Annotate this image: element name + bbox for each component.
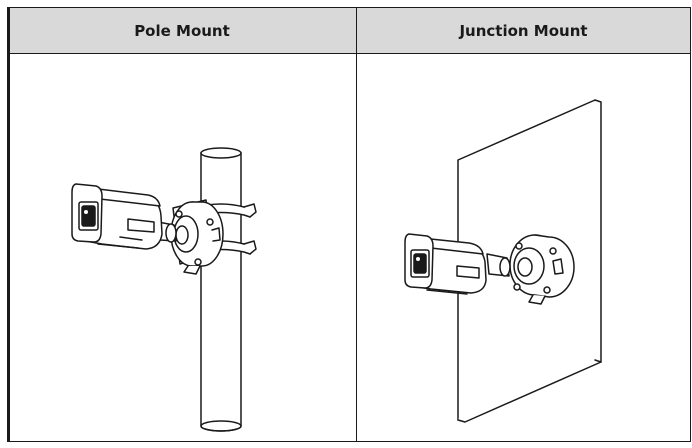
table-header-row: Pole Mount Junction Mount — [7, 7, 691, 54]
pole-mount-illustration-icon — [71, 147, 257, 432]
table-row — [7, 53, 691, 442]
header-junction-mount: Junction Mount — [356, 7, 691, 54]
header-pole-mount: Pole Mount — [7, 7, 357, 54]
junction-mount-cell — [356, 53, 691, 442]
table-left-border — [7, 7, 10, 442]
pole-mount-cell — [7, 53, 357, 442]
mount-options-table: Pole Mount Junction Mount — [7, 7, 691, 442]
junction-mount-illustration-icon — [404, 99, 602, 423]
